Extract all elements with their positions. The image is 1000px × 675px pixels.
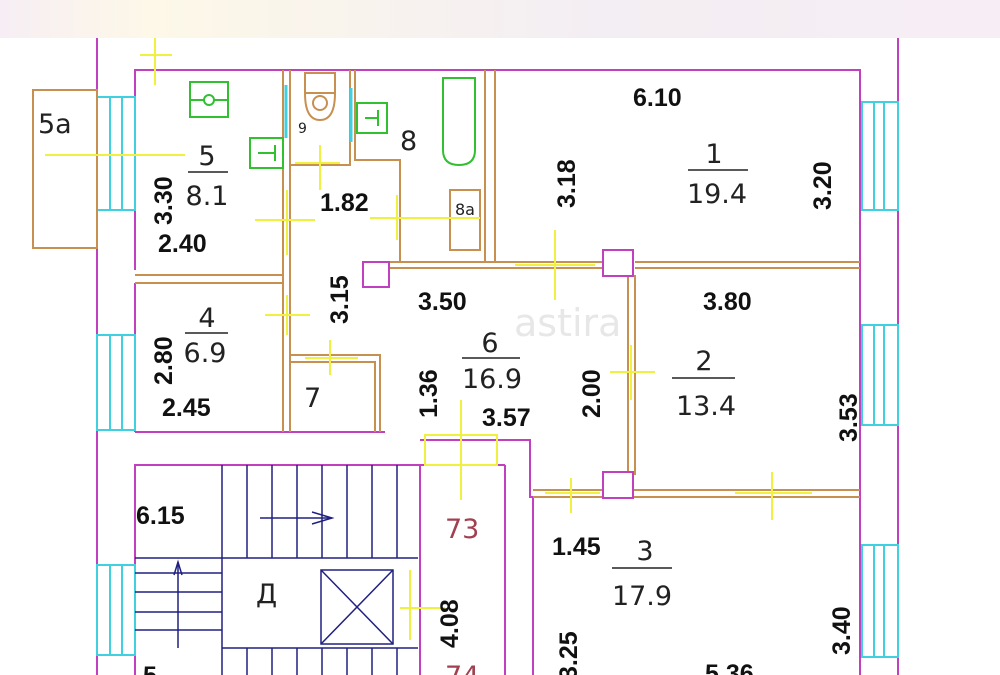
elevator-shaft-icon [320,569,394,645]
room-3-dim-v-left: 3.25 [555,631,583,675]
room-4-dim-v: 2.80 [150,336,178,385]
sink-icon [356,102,388,134]
room-2-dim-h: 3.80 [703,288,752,316]
stove-icon [189,81,229,118]
room-4-area: 6.9 [184,338,227,369]
room-6-dim-h-top: 3.50 [418,288,467,316]
corridor-dim-h: 1.82 [320,189,369,217]
bathtub-icon [442,77,476,167]
room-8-number: 8 [400,126,417,157]
room-4-number: 4 [198,303,215,334]
windows [96,96,899,658]
room-2-number: 2 [695,346,712,377]
room-3-area: 17.9 [612,581,672,612]
staircase [135,465,418,675]
room-3-dim-v-right: 3.40 [828,606,856,655]
room-3-dim-h-top: 1.45 [552,533,601,561]
room-1-dim-v-left: 3.18 [553,159,581,208]
room-6-dim-v-right: 2.00 [578,369,606,418]
sink-icon [249,137,284,169]
fixtures [189,81,388,169]
room-1-number: 1 [705,139,722,170]
room-5-dim-v: 3.30 [150,176,178,225]
stair-dim-h: 6.15 [136,502,185,530]
stair-cut-label: 5 [143,662,157,675]
room-6-area: 16.9 [462,364,522,395]
flat-number-73: 73 [445,514,479,545]
room-7-number: 7 [304,383,321,414]
labels: 5а 5 8.1 3.30 2.40 9 8 8а 1.82 3.15 6.10… [38,84,863,675]
partition-cyan [284,85,353,142]
room-9-number: 9 [298,121,307,137]
toilet-icon [304,72,336,122]
room-3-dim-h-bottom: 5.36 [705,660,754,675]
arrow-right-icon [260,511,335,525]
room-6-dim-v-left: 1.36 [415,369,443,418]
stair-dim-v: 4.08 [436,599,464,648]
room-5-dim-h: 2.40 [158,230,207,258]
room-6-dim-h-bottom: 3.57 [482,404,531,432]
top-blur-band [0,0,1000,38]
room-2-dim-v: 3.53 [835,393,863,442]
corridor-dim-v: 3.15 [326,275,354,324]
flat-number-74: 74 [445,661,479,675]
watermark: astira [514,301,621,345]
room-5-area: 8.1 [186,181,229,212]
stair-landing-label: Д [256,579,277,610]
room-5-number: 5 [198,141,215,172]
room-1-area: 19.4 [687,179,747,210]
room-1-dim-v-right: 3.20 [809,161,837,210]
room-3-number: 3 [636,536,653,567]
room-2-area: 13.4 [676,391,736,422]
arrow-up-icon [173,559,183,576]
room-4-dim-h: 2.45 [162,394,211,422]
doors [45,38,812,640]
room-8a-number: 8а [455,200,475,219]
room-6-number: 6 [481,328,498,359]
room-5a-label: 5а [38,109,72,140]
ducts [362,249,634,499]
room-1-dim-h: 6.10 [633,84,682,112]
inner-walls [32,70,860,498]
